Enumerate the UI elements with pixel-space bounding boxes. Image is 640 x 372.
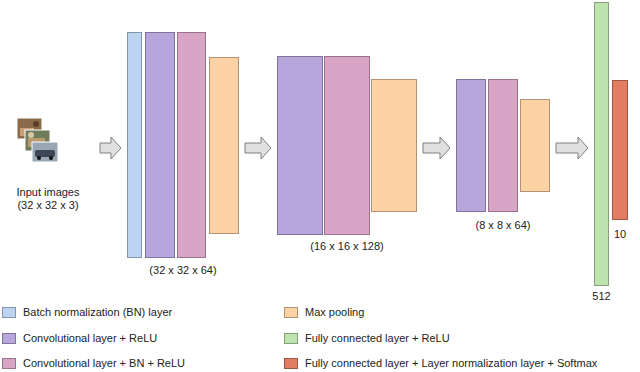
conv-block: (32 x 32 x 64) (127, 32, 239, 278)
legend-text: Max pooling (305, 306, 364, 319)
dimension-label: (8 x 8 x 64) (475, 219, 530, 232)
dimension-label: 512 (592, 290, 610, 303)
flow-arrow (100, 137, 121, 159)
input-node: Input images (32 x 32 x 3) (2, 112, 94, 224)
conv-layer-bar (145, 32, 175, 258)
legend-swatch (284, 358, 298, 369)
legend-text: Convolutional layer + ReLU (23, 332, 157, 345)
convbn-layer-bar (177, 32, 206, 258)
pool-layer-bar (209, 57, 239, 234)
conv-layer-bar (277, 56, 323, 235)
fc-layer-bar (594, 2, 609, 286)
input-caption: Input images (32 x 32 x 3) (10, 186, 86, 212)
output-layer: 10 (612, 80, 628, 242)
pool-layer-bar (520, 99, 550, 192)
dimension-label: (32 x 32 x 64) (149, 264, 216, 277)
legend-text: Batch normalization (BN) layer (23, 306, 172, 319)
legend-swatch (2, 307, 16, 318)
legend-entry: Max pooling (305, 306, 364, 319)
convbn-layer-bar (488, 79, 518, 212)
image-card (32, 142, 58, 162)
conv-block: (16 x 16 x 128) (277, 56, 417, 255)
dimension-label: (16 x 16 x 128) (310, 240, 383, 253)
legend-text: Fully connected layer + ReLU (305, 332, 450, 345)
legend-swatch (2, 358, 16, 369)
conv-layer-bar (456, 79, 486, 212)
flow-arrow (423, 137, 450, 159)
convbn-layer-bar (324, 56, 370, 235)
legend-text: Fully connected layer + Layer normalizat… (305, 357, 597, 370)
pool-layer-bar (371, 79, 417, 212)
dimension-label: 10 (614, 228, 626, 241)
legend-entry: Fully connected layer + ReLU (305, 332, 450, 345)
bn-layer-bar (127, 32, 142, 258)
legend-entry: Convolutional layer + ReLU (23, 332, 157, 345)
fcln-layer-bar (612, 80, 628, 220)
fc-layer: 512 (594, 2, 609, 304)
legend-text: Convolutional layer + BN + ReLU (23, 357, 185, 370)
legend-swatch (2, 333, 16, 344)
legend-swatch (284, 333, 298, 344)
flow-arrow (556, 137, 588, 159)
conv-block: (8 x 8 x 64) (456, 79, 550, 234)
legend-entry: Batch normalization (BN) layer (23, 306, 172, 319)
legend-entry: Fully connected layer + Layer normalizat… (305, 357, 597, 370)
legend-swatch (284, 307, 298, 318)
legend-entry: Convolutional layer + BN + ReLU (23, 357, 185, 370)
flow-arrow (245, 137, 271, 159)
